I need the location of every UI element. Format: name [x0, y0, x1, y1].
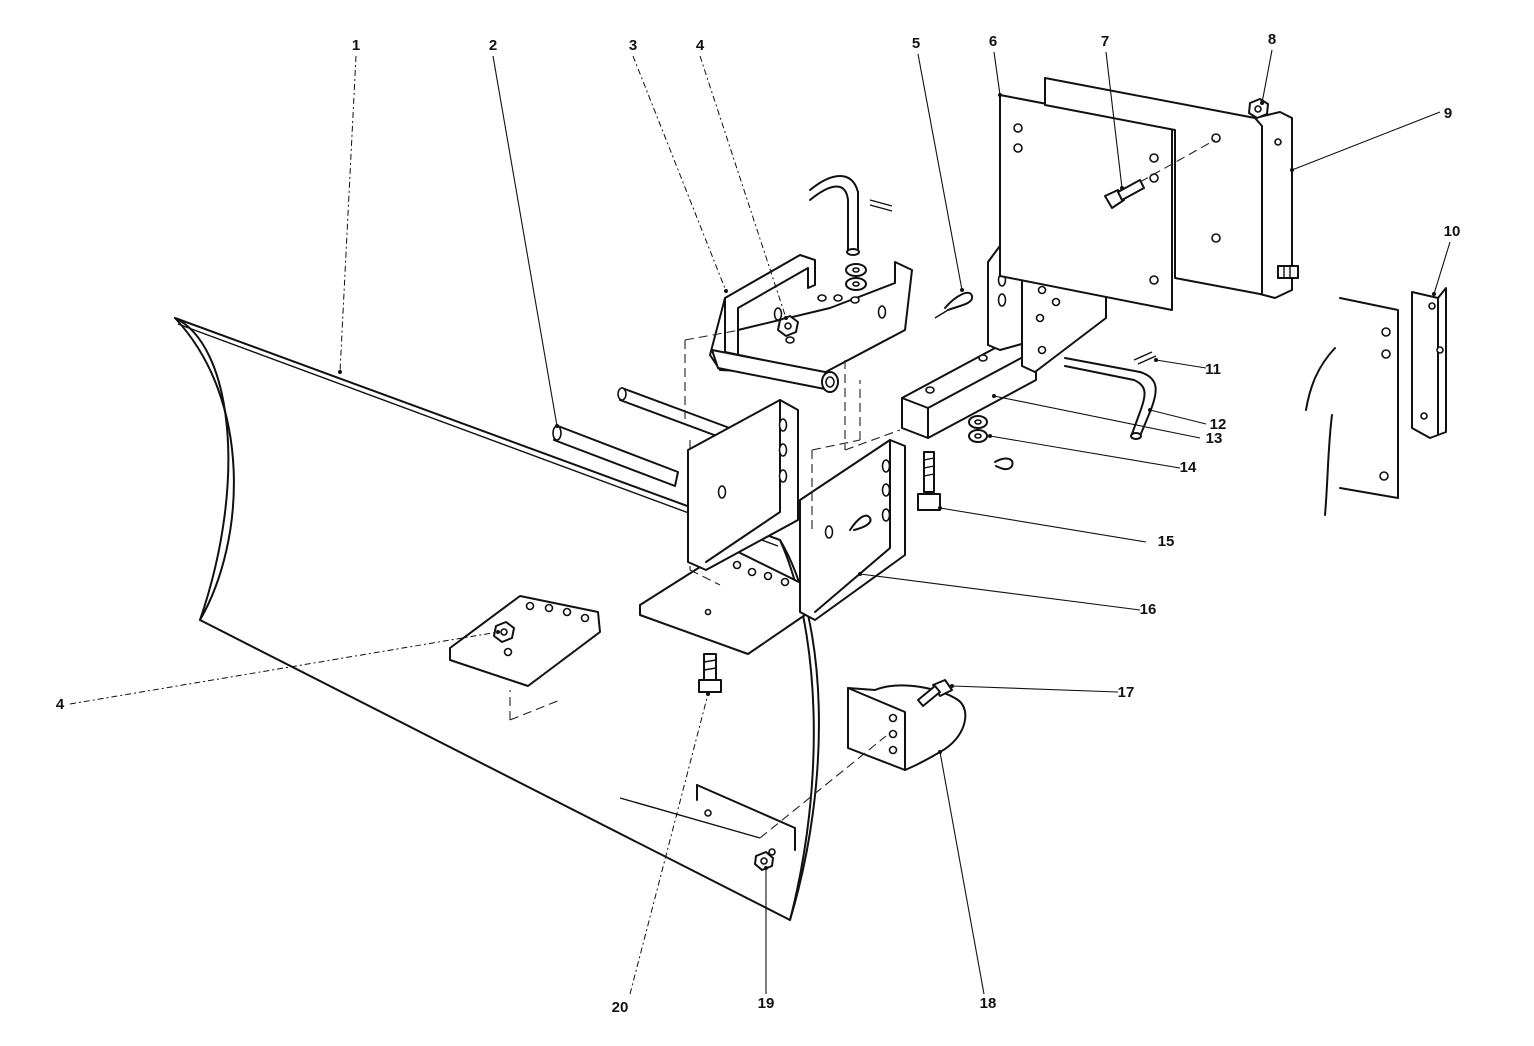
side-bracket-left: [687, 399, 799, 571]
washers-lower: [968, 415, 1014, 471]
callout-3: 3: [629, 37, 637, 54]
callout-labels: 1 2 3 4 5 6 7 8 9 10 11 12 13 14 15 16 1…: [56, 31, 1461, 1016]
bolt-20: [698, 653, 722, 693]
callout-19: 19: [758, 995, 775, 1012]
side-frame-plate: [1305, 287, 1447, 516]
skid-shoe: [759, 684, 967, 839]
callout-16: 16: [1140, 601, 1157, 618]
callout-5: 5: [912, 35, 920, 52]
callout-4-top: 4: [696, 37, 705, 54]
hitch-pin-clip-top: [934, 291, 974, 319]
callout-13: 13: [1206, 430, 1223, 447]
nut-bottom: [493, 621, 515, 643]
callout-2: 2: [489, 37, 497, 54]
callout-17: 17: [1118, 684, 1135, 701]
bent-pin-top: [809, 175, 893, 291]
bolt-17: [917, 679, 953, 707]
bolt-vertical: [917, 451, 941, 511]
leader-lines: [69, 49, 1451, 995]
callout-11: 11: [1205, 361, 1221, 378]
nut-8: [1248, 98, 1269, 119]
wear-strip: [619, 784, 796, 871]
nut-top: [777, 315, 799, 337]
long-pin: [552, 387, 736, 487]
callout-1: 1: [352, 37, 360, 54]
callout-14: 14: [1180, 459, 1197, 476]
angle-bracket: [1044, 77, 1299, 299]
callout-20: 20: [612, 999, 629, 1016]
frame-plate: [999, 94, 1173, 311]
callout-10: 10: [1444, 223, 1461, 240]
callout-18: 18: [980, 995, 997, 1012]
callout-4-bottom: 4: [56, 696, 65, 713]
blade-mount-plate-lower: [449, 595, 601, 721]
callout-9: 9: [1444, 105, 1452, 122]
callout-7: 7: [1101, 33, 1109, 50]
callout-6: 6: [989, 33, 997, 50]
bolt-7: [1104, 139, 1216, 209]
pivot-channel: [684, 254, 913, 451]
callout-15: 15: [1158, 533, 1175, 550]
callout-8: 8: [1268, 31, 1276, 48]
side-bracket-right: [799, 380, 906, 621]
callout-12: 12: [1210, 416, 1227, 433]
